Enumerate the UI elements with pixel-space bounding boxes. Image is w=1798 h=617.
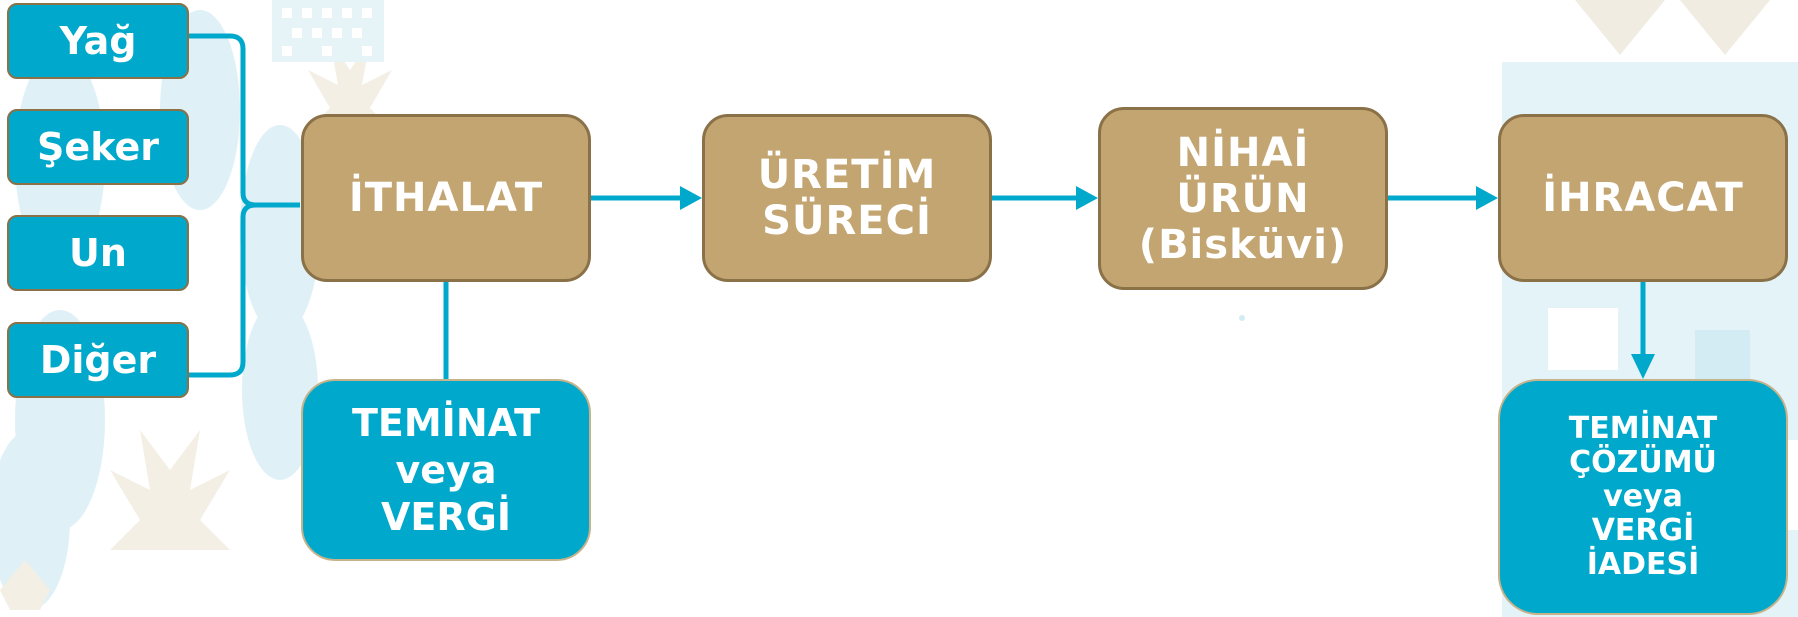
input-box-un: Un (7, 215, 189, 291)
stage-box-uretim-sureci: ÜRETİM SÜRECİ (702, 114, 992, 282)
stage-label: İTHALAT (348, 175, 544, 221)
stage-box-nihai-urun: NİHAİ ÜRÜN (Bisküvi) (1098, 107, 1388, 290)
input-box-diger: Diğer (7, 322, 189, 398)
outcome-label-line: veya (1603, 479, 1683, 514)
stage-label: İHRACAT (1542, 175, 1744, 221)
outcome-label-line: VERGİ (1591, 513, 1695, 548)
top-ornament-grid (282, 8, 372, 56)
input-label: Şeker (37, 125, 159, 169)
input-label: Yağ (59, 19, 137, 63)
outcome-label-line: TEMİNAT (351, 400, 540, 445)
stage-box-ihracat: İHRACAT (1498, 114, 1788, 282)
stage-label-line: ÜRÜN (1176, 175, 1310, 222)
outcome-label-line: İADESİ (1586, 547, 1700, 582)
outcome-label-line: veya (395, 447, 497, 492)
outcome-label-line: ÇÖZÜMÜ (1569, 445, 1717, 480)
stage-box-ithalat: İTHALAT (301, 114, 591, 282)
outcome-label-line: VERGİ (381, 494, 511, 539)
outcome-box-teminat-cozumu: TEMİNAT ÇÖZÜMÜ veya VERGİ İADESİ (1498, 379, 1788, 615)
outcome-label-line: TEMİNAT (1568, 411, 1718, 446)
left-flower-pattern (0, 40, 392, 610)
input-label: Un (69, 231, 127, 275)
stage-label-line: (Bisküvi) (1138, 221, 1348, 268)
input-box-seker: Şeker (7, 109, 189, 185)
stage-label-line: SÜRECİ (762, 198, 932, 244)
input-label: Diğer (39, 338, 157, 382)
outcome-box-teminat-vergi: TEMİNAT veya VERGİ (301, 379, 591, 561)
small-dot (1239, 315, 1245, 321)
stage-label-line: NİHAİ (1176, 129, 1310, 176)
stage-label-line: ÜRETİM (757, 152, 937, 198)
input-box-yag: Yağ (7, 3, 189, 79)
